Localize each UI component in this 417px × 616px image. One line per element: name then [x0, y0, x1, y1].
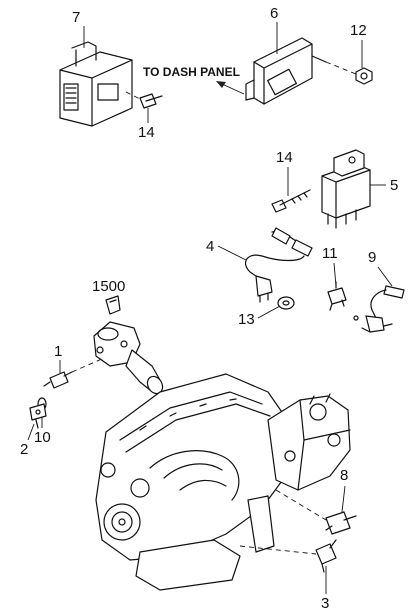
callout-6: 6	[270, 5, 278, 22]
washer-part-13	[277, 296, 295, 310]
callout-2: 2	[20, 441, 28, 458]
sensor-part-3	[315, 539, 337, 573]
engine-transmission-assembly	[95, 373, 351, 591]
callout-14-upper: 14	[138, 124, 155, 141]
leader-13	[257, 305, 281, 319]
to-dash-panel-label: TO DASH PANEL	[143, 65, 240, 79]
leader-2	[27, 423, 35, 441]
relay-part-5	[321, 149, 371, 229]
dash-1-housing	[71, 357, 105, 373]
callout-8: 8	[340, 467, 348, 484]
callout-1: 1	[54, 343, 62, 360]
switch-part-11	[327, 281, 347, 311]
dash-panel-arrow-line	[221, 83, 245, 95]
sender-part-1	[43, 371, 73, 389]
nut-part-12	[355, 67, 373, 85]
leader-9	[377, 266, 393, 287]
dash-3-engine	[239, 545, 317, 555]
leader-11	[333, 262, 337, 287]
callout-12: 12	[350, 22, 367, 39]
module-part-6	[245, 37, 327, 105]
callout-5: 5	[390, 177, 398, 194]
sensor-harness-part-4	[245, 227, 313, 303]
callout-14-lower: 14	[276, 149, 293, 166]
sensor-part-2	[29, 403, 47, 429]
leader-8	[341, 485, 346, 513]
callout-4: 4	[206, 238, 214, 255]
callout-10: 10	[34, 429, 51, 446]
sensor-part-9	[353, 285, 405, 333]
bolt-part-14-lower	[271, 189, 311, 213]
callout-7: 7	[72, 9, 80, 26]
dash-8-engine	[275, 489, 327, 521]
callout-3: 3	[321, 595, 329, 612]
callout-1500: 1500	[92, 278, 125, 295]
leader-4	[217, 245, 247, 261]
cap-part-1500	[105, 295, 121, 315]
dash-panel-arrowhead	[216, 81, 226, 88]
bolt-part-14-upper	[139, 93, 163, 109]
thermostat-housing	[93, 321, 164, 395]
dash-12-6	[325, 61, 357, 75]
callout-11: 11	[322, 245, 338, 262]
callout-13: 13	[238, 311, 255, 328]
callout-9: 9	[368, 249, 376, 266]
switch-part-8	[325, 511, 357, 535]
control-module-part-7	[59, 41, 133, 127]
dash-14-7	[125, 91, 143, 101]
